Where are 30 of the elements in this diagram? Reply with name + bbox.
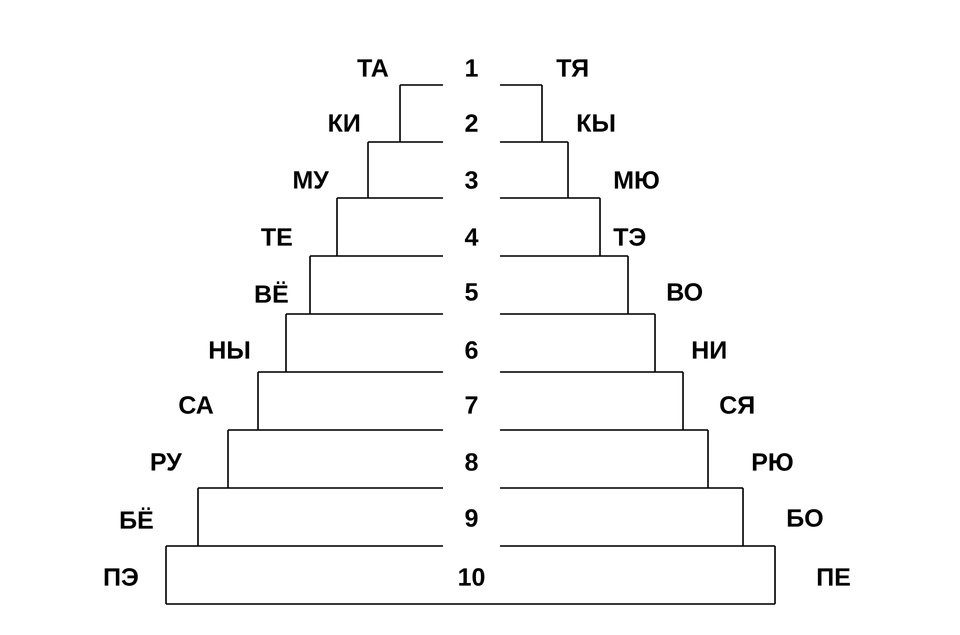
syllable-label: ПЕ (818, 568, 850, 586)
step-number: 10 (459, 568, 484, 586)
step-number: 9 (465, 509, 478, 527)
syllable-label: НЫ (210, 341, 250, 359)
syllable-label: СА (179, 396, 214, 414)
syllable-label: ТЭ (614, 228, 646, 246)
syllable-label: БЁ (120, 507, 153, 529)
step-number: 6 (465, 341, 478, 359)
step-number: 7 (466, 396, 478, 414)
syllable-label: МЮ (614, 171, 659, 189)
syllable-label: ТА (357, 59, 388, 77)
syllable-label: КЫ (578, 114, 614, 132)
syllable-label: РЮ (752, 453, 793, 471)
syllable-label: НИ (692, 341, 726, 359)
syllable-label: РУ (152, 453, 182, 471)
syllable-label: БО (788, 509, 823, 527)
step-number: 1 (466, 59, 478, 77)
syllable-label: ПЭ (104, 568, 138, 586)
syllable-label: КИ (329, 114, 360, 132)
syllable-label: ТЕ (261, 228, 292, 246)
step-number: 2 (465, 114, 478, 132)
step-number: 3 (465, 171, 478, 189)
syllable-label: СЯ (720, 396, 754, 414)
syllable-label: ТЯ (556, 59, 588, 77)
syllable-label: ВЁ (256, 281, 288, 303)
syllable-label: ВО (668, 283, 702, 301)
step-number: 8 (465, 453, 478, 471)
syllable-label: МУ (294, 171, 330, 189)
step-number: 4 (464, 228, 478, 246)
step-number: 5 (465, 283, 478, 301)
